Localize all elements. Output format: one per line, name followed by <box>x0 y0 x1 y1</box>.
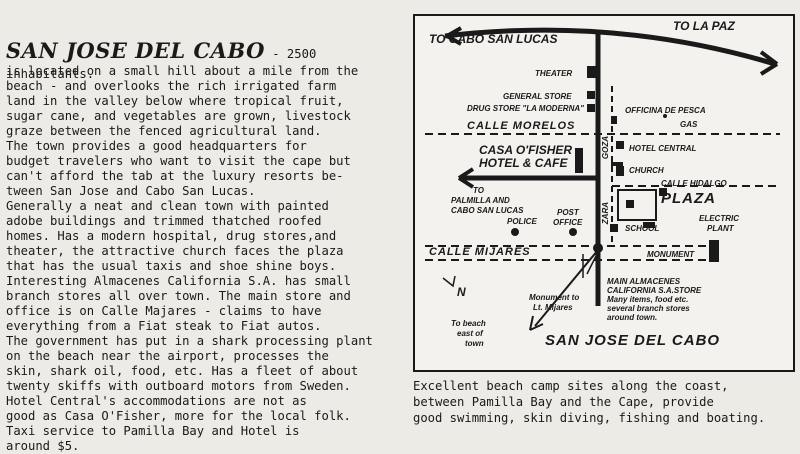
arrow-beach-icon <box>529 315 544 331</box>
label-plant: PLANT <box>707 224 734 233</box>
label-electric: ELECTRIC <box>699 214 739 223</box>
article-line: office is on Calle Majares - claims to h… <box>6 304 322 318</box>
label-theater: THEATER <box>535 69 573 78</box>
map-drawing <box>425 26 780 331</box>
article-line: budget travelers who want to visit the c… <box>6 154 351 168</box>
article-line: Interesting Almacenes California S.A. ha… <box>6 274 351 288</box>
arrow-palmilla-icon <box>457 167 475 189</box>
article-line: Taxi service to Pamilla Bay and Hotel is <box>6 424 300 438</box>
article-line: twenty skiffs with outboard motors from … <box>6 379 351 393</box>
main-highway <box>444 27 776 67</box>
casa-ofisher-building <box>575 148 583 173</box>
label-monument: MONUMENT <box>647 250 695 259</box>
article-line: land in the valley below where tropical … <box>6 94 344 108</box>
label-palmilla-and: PALMILLA AND <box>451 196 510 205</box>
label-school: SCHOOL <box>625 224 660 233</box>
theater-building <box>587 66 597 78</box>
article-line: is located on a small hill about a mile … <box>6 64 359 78</box>
article-line: can't afford the tab at the luxury resor… <box>6 169 344 183</box>
map-title: SAN JOSE DEL CABO <box>545 332 721 349</box>
label-casa-ofisher: CASA O'FISHER <box>479 143 573 157</box>
label-post: POST <box>557 208 579 217</box>
article-line: adobe buildings and trimmed thatched roo… <box>6 214 322 228</box>
label-east-of: east of <box>457 329 483 338</box>
caption-line: good swimming, skin diving, fishing and … <box>413 411 766 425</box>
label-office: OFFICE <box>553 218 583 227</box>
label-hotel-central: HOTEL CENTRAL <box>629 144 697 153</box>
arrow-east-icon <box>759 50 779 76</box>
article-heading: SAN JOSE DEL CABO <box>6 38 265 63</box>
caption-line: between Pamilla Bay and the Cape, provid… <box>413 395 714 409</box>
north-arrow-icon <box>442 275 456 288</box>
label-to-cabo: TO CABO SAN LUCAS <box>429 32 558 46</box>
article-line: The government has put in a shark proces… <box>6 334 373 348</box>
label-cabo-san-lucas: CABO SAN LUCAS <box>451 206 524 215</box>
article-line: tween San Jose and Cabo San Lucas. <box>6 184 256 198</box>
label-plaza: PLAZA <box>661 190 716 207</box>
electric-plant-building <box>709 240 719 262</box>
label-california-store: CALIFORNIA S.A.STORE <box>607 286 702 295</box>
label-branch-stores: several branch stores <box>607 304 690 313</box>
article-line: sugar cane, and vegetables are grown, li… <box>6 109 351 123</box>
label-goza: GOZA <box>601 136 610 160</box>
map-caption: Excellent beach camp sites along the coa… <box>413 378 791 426</box>
article-line: beach - and overlooks the rich irrigated… <box>6 79 337 93</box>
label-calle-mijares: CALLE MIJARES <box>429 246 531 258</box>
label-calle-hidalgo: CALLE HIDALGO <box>661 179 727 188</box>
article-line: Generally a neat and clean town with pai… <box>6 199 329 213</box>
label-north: N <box>457 285 466 299</box>
label-general-store: GENERAL STORE <box>503 92 572 101</box>
article-line: skin, shark oil, food, etc. Has a fleet … <box>6 364 359 378</box>
label-police: POLICE <box>507 217 537 226</box>
arrow-west-icon <box>446 26 462 46</box>
article-line: on the beach near the airport, processes… <box>6 349 329 363</box>
label-drug-store: DRUG STORE "LA MODERNA" <box>467 104 584 113</box>
label-to-la-paz: TO LA PAZ <box>673 19 735 33</box>
article-line: branch stores all over town. The main st… <box>6 289 351 303</box>
label-main-almacenes: MAIN ALMACENES <box>607 277 681 286</box>
town-map: TO CABO SAN LUCAS TO LA PAZ THEATER GENE… <box>413 14 795 372</box>
plaza-outline <box>617 189 657 221</box>
article-line: around $5. <box>6 439 80 453</box>
caption-line: Excellent beach camp sites along the coa… <box>413 379 729 393</box>
label-to-beach: To beach <box>451 319 486 328</box>
article-line: everything from a Fiat steak to Fiat aut… <box>6 319 322 333</box>
article-line: good as Casa O'Fisher, more for the loca… <box>6 409 351 423</box>
label-zara: ZARA <box>601 202 610 225</box>
article-line: homes. Has a modern hospital, drug store… <box>6 229 337 243</box>
label-many-items: Many items, food etc. <box>607 295 689 304</box>
label-church: CHURCH <box>629 166 664 175</box>
article-line: graze between the fenced agricultural la… <box>6 124 322 138</box>
article-line: theater, the attractive church faces the… <box>6 244 344 258</box>
label-around-town: around town. <box>607 313 658 322</box>
article-line: that has the usual taxis and shoe shine … <box>6 259 337 273</box>
label-to-palmilla: TO <box>473 186 484 195</box>
article-line: The town provides a good headquarters fo… <box>6 139 307 153</box>
label-lt-mijares: Lt. Mijares <box>533 303 573 312</box>
label-gas: GAS <box>680 120 698 129</box>
article-heading-line: SAN JOSE DEL CABO - 2500 inhabitants. <box>6 38 394 82</box>
label-monument-to: Monument to <box>529 293 580 302</box>
inhabitants-text: - 2500 inhabitants. <box>6 47 317 81</box>
label-calle-morelos: CALLE MORELOS <box>467 120 576 132</box>
label-hotel-cafe: HOTEL & CAFE <box>479 156 568 170</box>
label-officina-de-pesca: OFFICINA DE PESCA <box>625 106 706 115</box>
map-buildings <box>511 66 719 262</box>
article-line: Hotel Central's accommodations are not a… <box>6 394 307 408</box>
label-town: town <box>465 339 484 348</box>
